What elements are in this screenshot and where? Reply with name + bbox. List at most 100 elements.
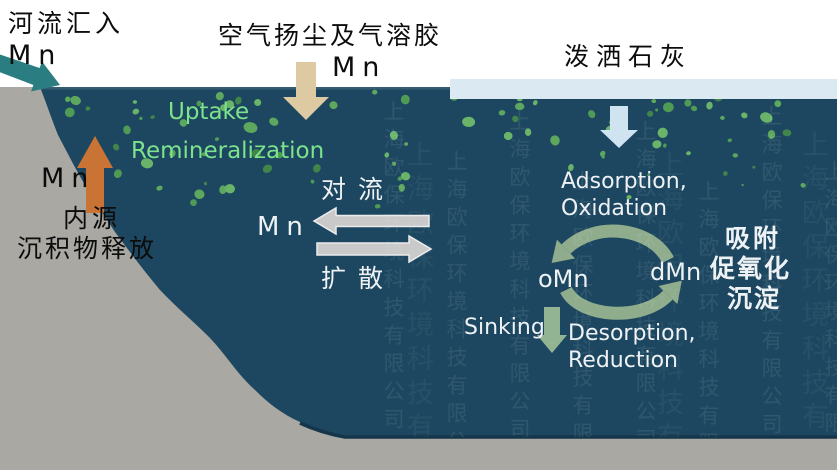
mn-particle [512,115,519,123]
mn-particle [156,185,163,191]
mn-particle [392,161,397,166]
mn-particle [132,108,140,115]
convection-left-arrow [312,206,430,236]
mn-particle [70,95,81,106]
mn-particle [269,117,279,126]
mn-particle [276,151,283,159]
water-surface-line [40,87,837,90]
mn-particle [64,107,75,118]
mn-particle [400,94,410,105]
mn-particle [65,96,71,103]
mn-particle [374,204,381,209]
mn-particle [203,181,208,186]
sediment-release-arrow [77,136,113,213]
mn-particle [663,143,667,148]
mn-particle [150,115,155,119]
mn-particle [550,135,560,146]
mn-particle [532,100,538,106]
mn-particle [254,99,262,106]
oxidation-cycle-arrowhead [551,239,576,263]
mn-particle [201,152,207,157]
mn-particle [720,115,725,120]
mn-particle [397,176,403,181]
mn-particle [706,101,713,110]
mn-particle [600,150,606,157]
lime-arrow [600,106,638,148]
mn-particle [251,148,262,159]
mn-particle [85,106,91,111]
mn-particle [313,164,321,173]
diffusion-right-arrow [316,234,433,264]
mn-particle [123,125,131,135]
mn-particle [741,183,744,187]
sinking-arrow [537,307,567,353]
lime-bar [450,79,837,99]
mn-particle [401,171,411,181]
mn-particle [647,173,651,177]
mn-particle [235,96,242,105]
mn-particle [588,110,596,119]
water-body [40,87,837,437]
mn-particle [515,102,525,111]
mn-particle [651,99,657,104]
mn-particle [657,127,668,138]
mn-particle [503,131,513,141]
mn-particle [568,164,574,171]
mn-particle [723,171,728,176]
mn-particle [647,110,654,117]
mn-particle [752,165,756,169]
mn-particle [214,137,220,141]
mn-particle [782,129,792,137]
mn-particle [262,164,273,173]
mn-particle [741,112,748,119]
mn-particle [112,143,120,151]
dust-deposition-arrow [283,62,329,120]
mn-particle [329,101,338,110]
mn-particle [384,152,390,158]
sky [0,0,837,87]
mn-particle [169,149,176,158]
mn-particle [243,122,258,133]
mn-particle [310,179,315,184]
mn-particle [684,99,692,107]
river-inflow-arrow [0,54,60,92]
mn-particle [626,195,632,200]
mn-particle [760,112,773,123]
mn-particle [652,140,662,149]
mn-particle [774,100,782,108]
mn-particle [140,158,154,169]
sediment-interface-line [299,421,837,439]
mn-particle [194,189,205,199]
mn-particle [727,138,733,143]
mn-particle [524,128,532,136]
mn-particle [220,104,228,112]
mn-particle [225,100,235,109]
mn-particle [224,184,235,194]
mn-particle [132,100,137,104]
mn-particle [219,185,227,194]
mn-particle [113,169,122,179]
mn-particle [601,155,605,159]
mn-particle [404,142,409,146]
mn-particle [690,105,698,112]
mn-particle [732,153,738,158]
mn-particle [190,199,197,207]
mn-particle [663,102,674,113]
mn-particle [139,116,143,121]
mn-particle [196,100,202,107]
mn-particle [767,130,776,139]
oxidation-cycle-top-arrow [561,224,674,264]
mn-particle [179,119,188,127]
mn-particle [498,110,506,116]
mn-particle [215,91,224,101]
mn-particle [389,130,398,140]
mn-particle [686,151,691,156]
reduction-cycle-bottom-arrow [560,286,673,320]
mn-particle [655,108,659,112]
reduction-cycle-arrowhead [658,280,682,304]
mn-particle [398,183,406,192]
mn-particle [372,89,378,95]
mn-particle [800,182,806,188]
